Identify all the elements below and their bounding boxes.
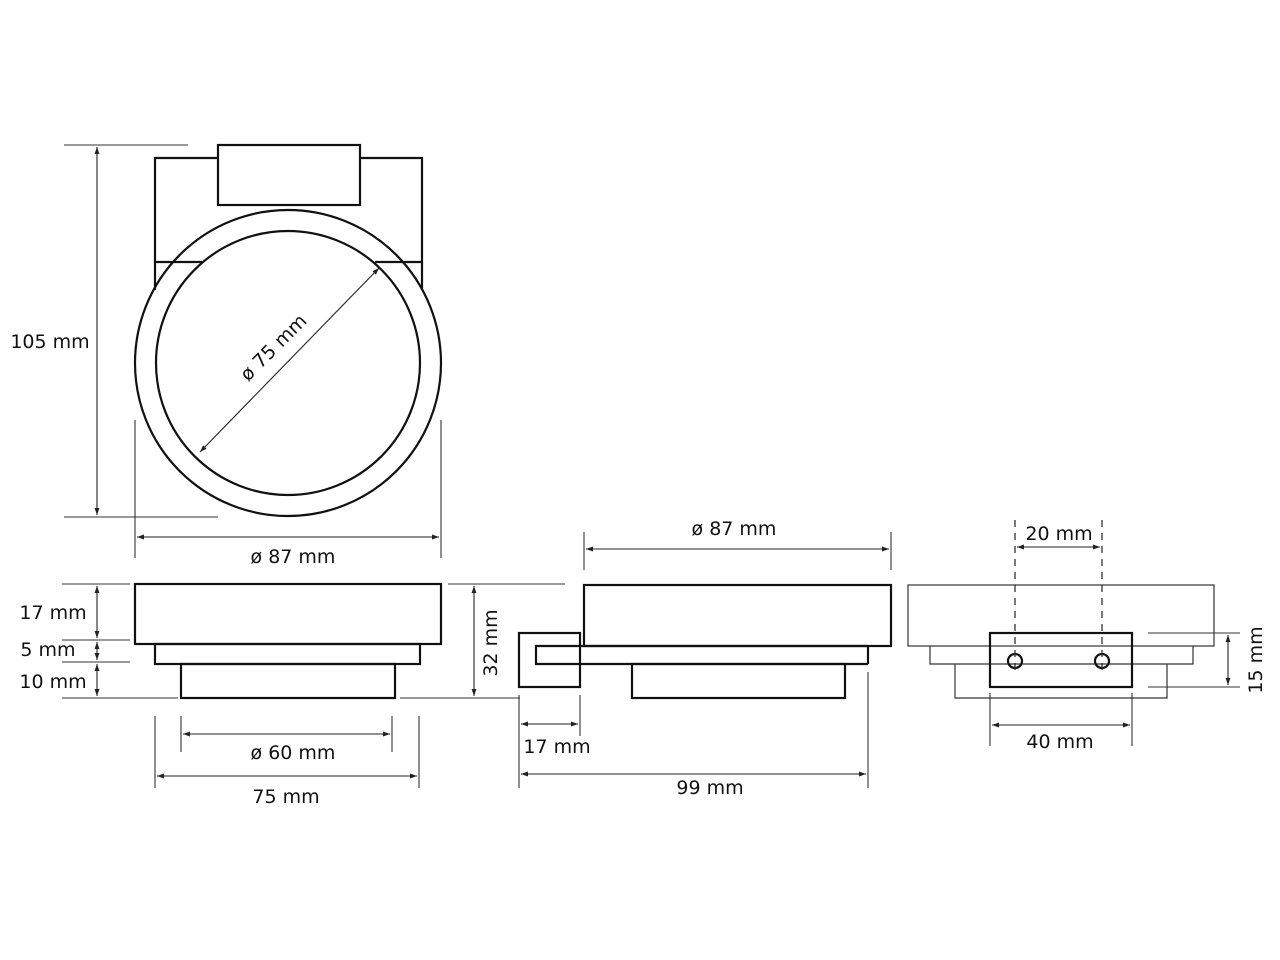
top-diameter-label: ø 87 mm	[692, 518, 777, 540]
support-arm	[534, 644, 868, 666]
depth-label: 99 mm	[676, 777, 743, 799]
inner-diameter-line	[199, 267, 380, 453]
mid-width-label: 75 mm	[252, 786, 319, 808]
total-height-label: 32 mm	[480, 609, 502, 676]
profile-view: ø 87 mm 17 mm 99 mm	[517, 518, 893, 799]
wall-bracket-block	[517, 631, 582, 689]
plate-height-label: 15 mm	[1245, 626, 1267, 693]
dish-middle-layer	[153, 642, 422, 666]
height-label: 105 mm	[10, 331, 89, 353]
dish-base-layer	[179, 662, 397, 700]
outer-ring	[133, 208, 443, 518]
holder-body-outline	[153, 156, 424, 290]
bottom-side-view: 17 mm 5 mm 10 mm 32 mm ø 60 mm 75 mm	[19, 582, 565, 808]
mounting-plate	[988, 631, 1134, 689]
bracket-dish-outline	[907, 584, 1215, 647]
outer-diameter-label: ø 87 mm	[251, 546, 336, 568]
bracket-view: 20 mm 40 mm 15 mm	[907, 520, 1267, 753]
profile-dish	[582, 583, 893, 648]
layer1-label: 17 mm	[19, 602, 86, 624]
bracket-label: 17 mm	[523, 736, 590, 758]
hole-spacing-label: 20 mm	[1025, 523, 1092, 545]
dish-top-layer	[133, 582, 443, 646]
inner-diameter-label: ø 75 mm	[236, 310, 312, 386]
inner-ring	[154, 229, 422, 497]
profile-dish-base	[630, 662, 847, 700]
mount-clip	[216, 143, 362, 207]
plate-width-label: 40 mm	[1026, 731, 1093, 753]
layer3-label: 10 mm	[19, 671, 86, 693]
layer2-label: 5 mm	[20, 639, 75, 661]
front-view: 105 mm ø 75 mm ø 87 mm	[10, 143, 443, 568]
base-diameter-label: ø 60 mm	[251, 742, 336, 764]
